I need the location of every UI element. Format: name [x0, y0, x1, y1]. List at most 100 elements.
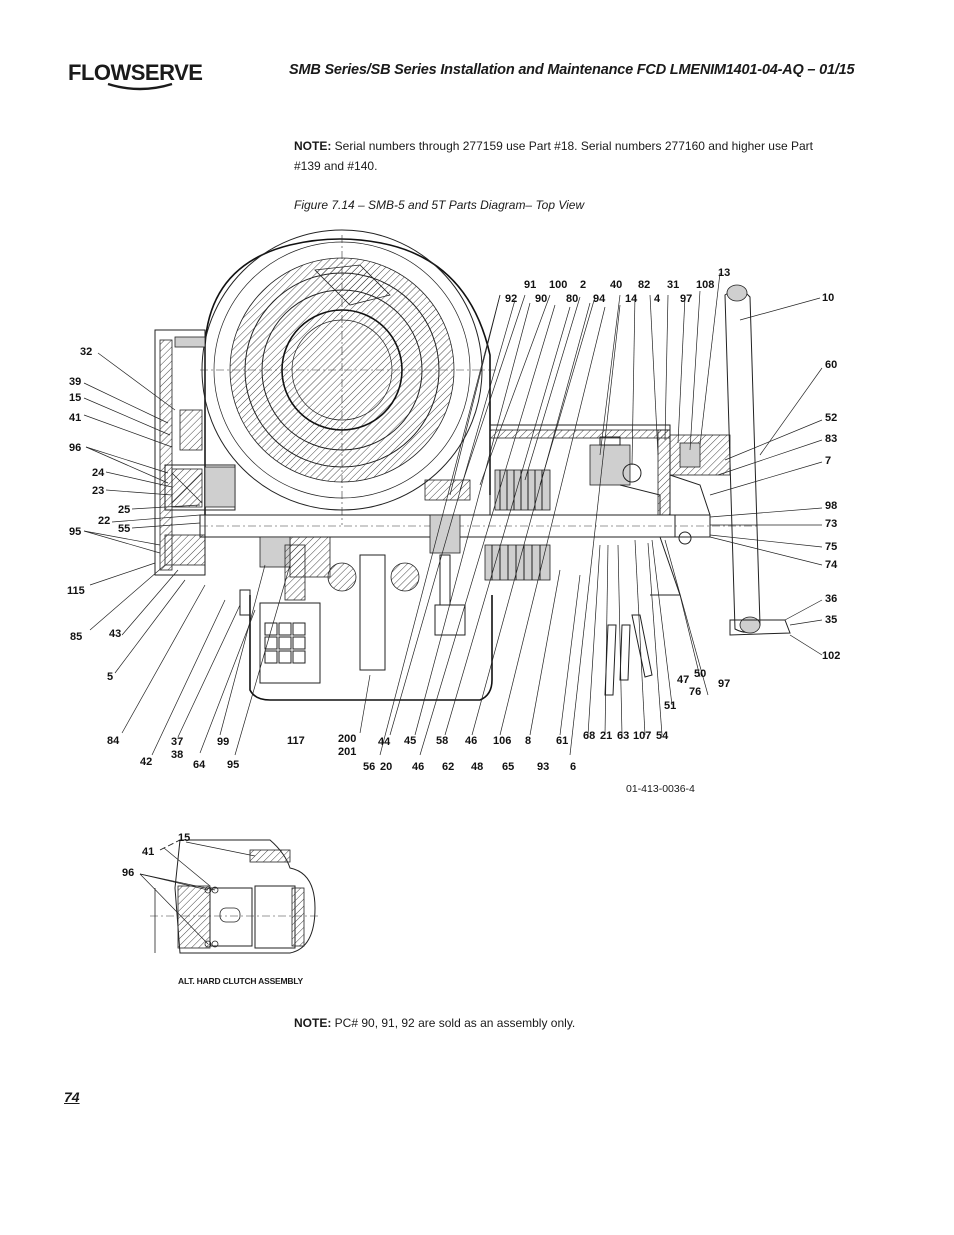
flowserve-logo-graphic: FLOWSERVE: [68, 60, 203, 91]
gear-housing: [200, 229, 500, 525]
callout-97-lower: 97: [718, 678, 730, 690]
callout-75: 75: [825, 541, 837, 553]
callout-52: 52: [825, 412, 837, 424]
document-header-title: SMB Series/SB Series Installation and Ma…: [289, 62, 855, 78]
callout-50: 50: [694, 668, 706, 680]
inset-callout-41: 41: [142, 846, 154, 858]
inset-caption: ALT. HARD CLUTCH ASSEMBLY: [178, 976, 304, 986]
callout-83: 83: [825, 433, 837, 445]
callout-24: 24: [92, 467, 105, 479]
alt-hard-clutch-diagram: 15 41 96: [122, 832, 320, 954]
callout-4: 4: [654, 293, 661, 305]
callout-115: 115: [67, 585, 85, 597]
callout-76: 76: [689, 686, 701, 698]
callout-47: 47: [677, 674, 689, 686]
worm-shaft: [199, 514, 760, 578]
callout-95-lower: 95: [227, 759, 239, 771]
note-bottom-label: NOTE:: [294, 1016, 332, 1030]
callout-46-b: 46: [465, 735, 477, 747]
lever-handles: [604, 614, 653, 696]
callout-82: 82: [638, 279, 650, 291]
callout-2: 2: [580, 279, 586, 291]
callout-92: 92: [505, 293, 517, 305]
callout-46-a: 46: [412, 761, 424, 773]
note-bottom-text: PC# 90, 91, 92 are sold as an assembly o…: [331, 1016, 576, 1030]
callout-43: 43: [109, 628, 121, 640]
callout-63: 63: [617, 730, 629, 742]
callout-7: 7: [825, 455, 831, 467]
callout-42: 42: [140, 756, 152, 768]
callout-48: 48: [471, 761, 483, 773]
callout-32: 32: [80, 346, 92, 358]
callout-44: 44: [378, 736, 391, 748]
handwheel: [724, 284, 791, 636]
callout-96: 96: [69, 442, 81, 454]
clutch-housing: [424, 424, 671, 581]
callout-95: 95: [69, 526, 81, 538]
callout-93: 93: [537, 761, 549, 773]
callout-60: 60: [825, 359, 837, 371]
callout-37: 37: [171, 736, 183, 748]
callout-108: 108: [696, 279, 714, 291]
callout-10: 10: [822, 292, 834, 304]
lower-switch-housing: [239, 544, 493, 701]
note-serial-numbers: NOTE: Serial numbers through 277159 use …: [294, 136, 834, 176]
callout-61: 61: [556, 735, 568, 747]
callout-25: 25: [118, 504, 130, 516]
callout-23: 23: [92, 485, 104, 497]
figure-caption: Figure 7.14 – SMB-5 and 5T Parts Diagram…: [294, 198, 585, 212]
callout-55: 55: [118, 523, 130, 535]
callout-98: 98: [825, 500, 837, 512]
callout-38: 38: [171, 749, 183, 761]
right-end-bearing: [650, 434, 731, 596]
callout-54: 54: [656, 730, 669, 742]
callout-100: 100: [549, 279, 567, 291]
note-text: Serial numbers through 277159 use Part #…: [294, 139, 813, 173]
callout-94: 94: [593, 293, 606, 305]
callout-15: 15: [69, 392, 81, 404]
note-label: NOTE:: [294, 139, 332, 153]
callout-41: 41: [69, 412, 81, 424]
callout-91: 91: [524, 279, 536, 291]
parts-diagram-top-view: 32 39 15 41 96 24 23 25 22 55 95 115 85 …: [67, 229, 840, 773]
callout-65: 65: [502, 761, 514, 773]
callout-labels: 32 39 15 41 96 24 23 25 22 55 95 115 85 …: [67, 267, 840, 773]
inset-callout-96: 96: [122, 867, 134, 879]
drawing-number: 01-413-0036-4: [626, 783, 695, 795]
logo-swoosh: [107, 82, 173, 91]
leader-lines: [83, 272, 823, 756]
page-number: 74: [64, 1089, 80, 1105]
callout-84: 84: [107, 735, 120, 747]
callout-99: 99: [217, 736, 229, 748]
callout-22: 22: [98, 515, 110, 527]
callout-97-upper: 97: [680, 293, 692, 305]
callout-40: 40: [610, 279, 622, 291]
callout-39: 39: [69, 376, 81, 388]
callout-45: 45: [404, 735, 416, 747]
callout-68: 68: [583, 730, 595, 742]
callout-14: 14: [625, 293, 638, 305]
callout-5: 5: [107, 671, 113, 683]
note-assembly: NOTE: PC# 90, 91, 92 are sold as an asse…: [294, 1016, 575, 1030]
callout-8: 8: [525, 735, 531, 747]
callout-58: 58: [436, 735, 448, 747]
callout-6: 6: [570, 761, 576, 773]
callout-21: 21: [600, 730, 612, 742]
callout-35: 35: [825, 614, 837, 626]
callout-102: 102: [822, 650, 840, 662]
callout-107: 107: [633, 730, 651, 742]
callout-90: 90: [535, 293, 547, 305]
callout-64: 64: [193, 759, 206, 771]
callout-117: 117: [287, 735, 305, 747]
callout-62: 62: [442, 761, 454, 773]
callout-201: 201: [338, 746, 356, 758]
callout-31: 31: [667, 279, 679, 291]
callout-51: 51: [664, 700, 676, 712]
callout-200: 200: [338, 733, 356, 745]
callout-20: 20: [380, 761, 392, 773]
left-end-housing: [154, 329, 236, 576]
callout-106: 106: [493, 735, 511, 747]
callout-80: 80: [566, 293, 578, 305]
inset-callout-15: 15: [178, 832, 190, 844]
callout-13: 13: [718, 267, 730, 279]
